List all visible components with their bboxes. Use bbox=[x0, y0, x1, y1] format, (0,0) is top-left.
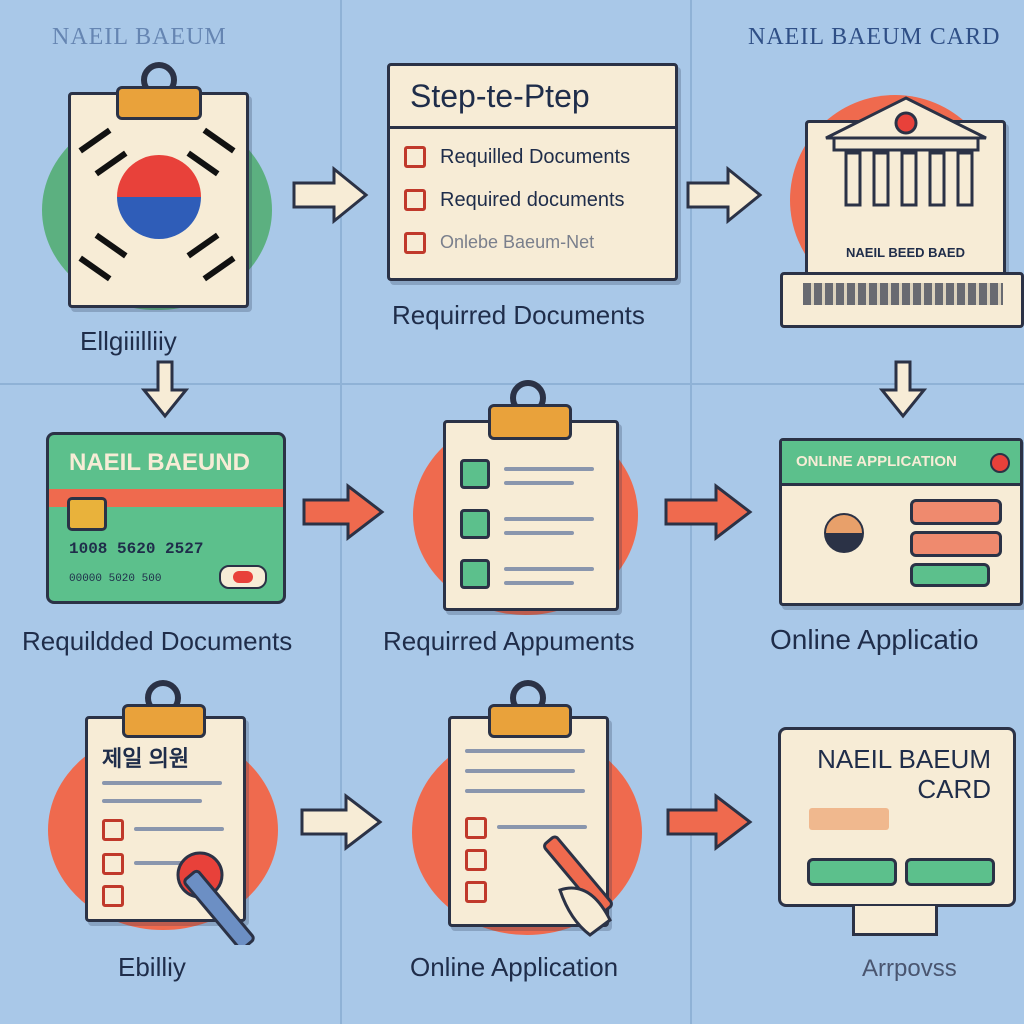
card-title: NAEIL BAEUND bbox=[69, 449, 250, 476]
label-online-application-2: Online Application bbox=[410, 952, 619, 982]
arrow-right-icon bbox=[300, 792, 383, 852]
grid-line bbox=[0, 383, 1024, 385]
arrow-right-icon bbox=[664, 482, 753, 542]
checkbox-icon bbox=[404, 232, 426, 254]
monitor-title: NAEIL BAEUM CARD bbox=[817, 744, 991, 804]
label-online-application: Online Applicatio bbox=[770, 624, 979, 655]
arrow-right-icon bbox=[302, 482, 385, 542]
trigram-icon bbox=[78, 127, 128, 177]
label-approvss: Arrpovss bbox=[862, 955, 957, 982]
arrow-right-icon bbox=[292, 165, 369, 225]
checkbox-icon bbox=[465, 849, 487, 871]
form-field[interactable] bbox=[910, 531, 1002, 557]
checkbox-icon bbox=[465, 881, 487, 903]
submit-button[interactable] bbox=[910, 563, 990, 587]
task-clipboard bbox=[443, 420, 619, 611]
online-title: ONLINE APPLICATION bbox=[796, 453, 957, 470]
clip-icon bbox=[116, 86, 202, 120]
form-field[interactable] bbox=[910, 499, 1002, 525]
checklist-item: Requilled Documents bbox=[440, 146, 631, 168]
card-sub: 00000 5020 500 bbox=[69, 573, 162, 585]
checklist-title: Step-te-Ptep bbox=[410, 78, 590, 114]
checkbox-icon bbox=[404, 189, 426, 211]
flag-clipboard bbox=[68, 92, 249, 308]
korean-flag-icon bbox=[117, 155, 201, 239]
checkbox-icon bbox=[102, 819, 124, 841]
checklist-item: Required documents bbox=[440, 189, 625, 211]
label-ebility: Ebilliy bbox=[118, 952, 186, 982]
chip-icon bbox=[67, 497, 107, 531]
laptop-screen: NAEIL BEED BAED bbox=[805, 96, 1006, 276]
checkbox-icon bbox=[102, 885, 124, 907]
arrow-right-icon bbox=[666, 792, 753, 852]
form-header: 제일 의원 bbox=[102, 746, 190, 771]
clip-icon bbox=[488, 704, 572, 738]
label-required-documents: Requirred Documents bbox=[392, 300, 645, 330]
header-right: NAEIL BAEUM CARD bbox=[748, 24, 1001, 50]
trigram-icon bbox=[186, 232, 236, 282]
card-badge bbox=[219, 565, 267, 589]
clip-icon bbox=[488, 404, 572, 440]
trigram-icon bbox=[186, 127, 236, 177]
monitor-button[interactable] bbox=[807, 858, 897, 886]
bank-building-icon bbox=[825, 96, 987, 207]
step-checklist-panel: Step-te-Ptep Requilled Documents Require… bbox=[387, 63, 678, 281]
monitor-stand bbox=[852, 906, 938, 936]
flag-icon bbox=[824, 513, 864, 553]
pen-icon bbox=[176, 851, 255, 945]
monitor-button[interactable] bbox=[905, 858, 995, 886]
clip-icon bbox=[122, 704, 206, 738]
laptop-keyboard bbox=[780, 272, 1024, 328]
checkbox-icon bbox=[102, 853, 124, 875]
arrow-right-icon bbox=[686, 165, 763, 225]
label-eligibility: Ellgiiilliiy bbox=[80, 326, 177, 356]
checkbox-icon bbox=[465, 817, 487, 839]
naeil-card: NAEIL BAEUND 1008 5620 2527 00000 5020 5… bbox=[46, 432, 286, 604]
header-left: NAEIL BAEUM bbox=[52, 24, 227, 50]
card-number: 1008 5620 2527 bbox=[69, 540, 204, 558]
check-icon bbox=[460, 459, 490, 489]
check-icon bbox=[460, 559, 490, 589]
label-required-appuments: Requirred Appuments bbox=[383, 626, 635, 656]
trigram-icon bbox=[78, 232, 128, 282]
laptop-screen-text: NAEIL BEED BAED bbox=[846, 245, 965, 260]
input-bar bbox=[809, 808, 889, 830]
online-application-window: ONLINE APPLICATION bbox=[779, 438, 1023, 606]
checkbox-icon bbox=[404, 146, 426, 168]
monitor: NAEIL BAEUM CARD bbox=[778, 727, 1016, 907]
status-dot-icon bbox=[990, 453, 1010, 473]
pen-icon bbox=[543, 835, 613, 937]
arrow-down-icon bbox=[878, 360, 928, 419]
label-required-documents-2: Requildded Documents bbox=[22, 626, 293, 656]
arrow-down-icon bbox=[140, 360, 190, 419]
checklist-item: Onlebe Baeum-Net bbox=[440, 232, 595, 252]
check-icon bbox=[460, 509, 490, 539]
